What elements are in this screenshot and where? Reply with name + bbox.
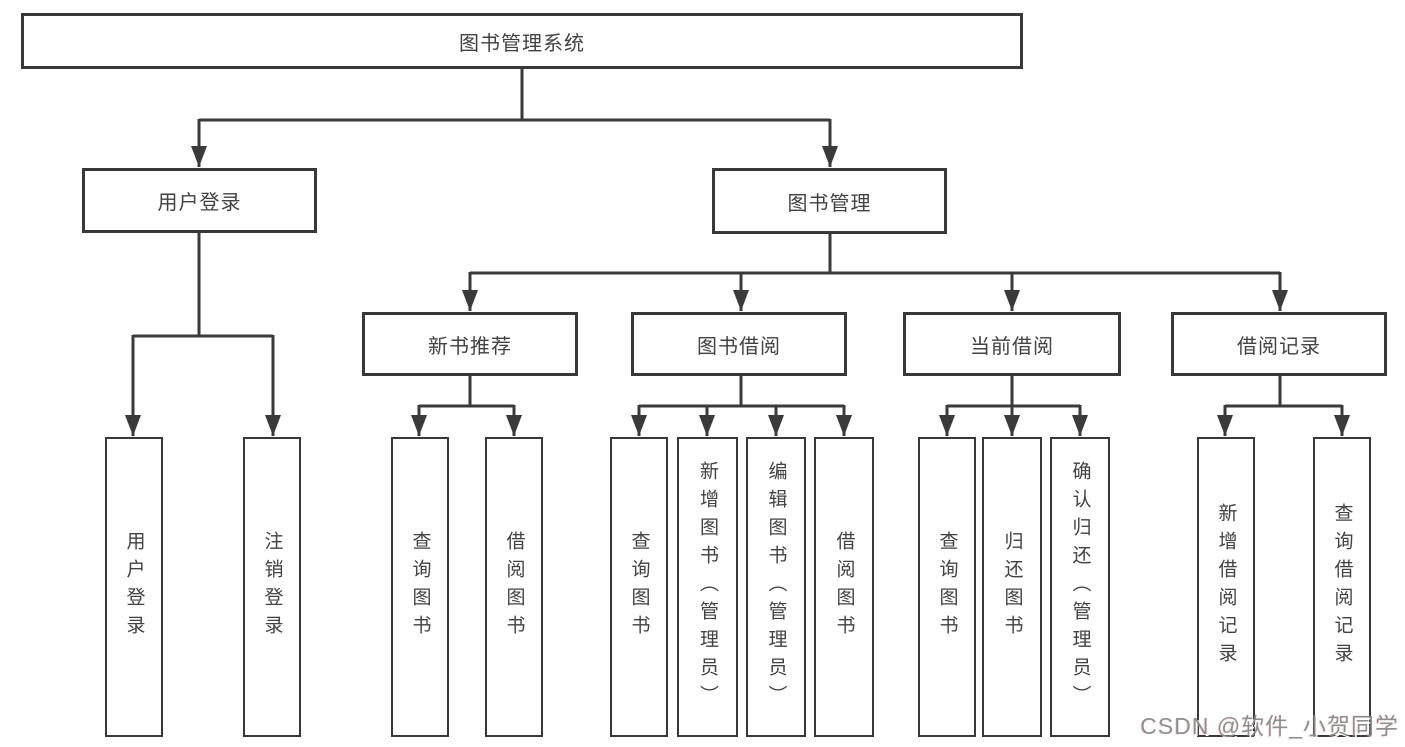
leaf-logout: 注销登录 [243,437,301,737]
leaf-edit-books-admin: 编辑图书（管理员） [746,437,806,737]
node-label: 图书借阅 [697,335,781,358]
leaf-user-login: 用户登录 [105,437,163,737]
node-book-borrowing: 图书借阅 [631,312,847,376]
node-label: 借阅记录 [1237,335,1321,358]
node-label: 编辑图书（管理员） [765,461,787,713]
node-label: 查询借阅记录 [1331,503,1353,671]
node-label: 查询图书 [628,531,650,643]
node-book-management: 图书管理 [712,168,947,234]
node-label: 归还图书 [1001,531,1023,643]
leaf-query-borrow-record: 查询借阅记录 [1313,437,1371,737]
leaf-borrow-books-recommend: 借阅图书 [485,437,543,737]
node-label: 新书推荐 [428,335,512,358]
node-library-management-system: 图书管理系统 [21,13,1023,69]
node-label: 用户登录 [157,192,242,214]
node-user-login: 用户登录 [82,168,317,233]
leaf-query-books-recommend: 查询图书 [391,437,449,737]
leaf-add-borrow-record: 新增借阅记录 [1197,437,1255,737]
node-current-borrowing: 当前借阅 [903,312,1121,376]
node-label: 用户登录 [123,531,145,643]
leaf-query-books-borrow: 查询图书 [610,437,668,737]
leaf-borrow-books: 借阅图书 [814,437,874,737]
leaf-query-books-current: 查询图书 [918,437,976,737]
node-label: 查询图书 [409,531,431,643]
node-label: 查询图书 [936,531,958,643]
node-label: 图书管理系统 [459,32,585,55]
node-new-book-recommendation: 新书推荐 [362,312,578,376]
node-label: 新增图书（管理员） [697,461,718,713]
node-label: 借阅图书 [503,531,525,643]
node-label: 图书管理 [787,192,872,215]
leaf-confirm-return-admin: 确认归还（管理员） [1050,437,1110,737]
node-label: 注销登录 [261,531,283,643]
node-label: 新增借阅记录 [1215,503,1237,671]
node-borrowing-records: 借阅记录 [1171,312,1387,376]
node-label: 当前借阅 [970,335,1054,358]
node-label: 借阅图书 [833,531,855,643]
csdn-watermark: CSDN @软件_小贺同学 [1140,713,1399,739]
leaf-add-books-admin: 新增图书（管理员） [677,437,738,737]
node-label: 确认归还（管理员） [1069,461,1091,713]
leaf-return-books: 归还图书 [982,437,1042,737]
